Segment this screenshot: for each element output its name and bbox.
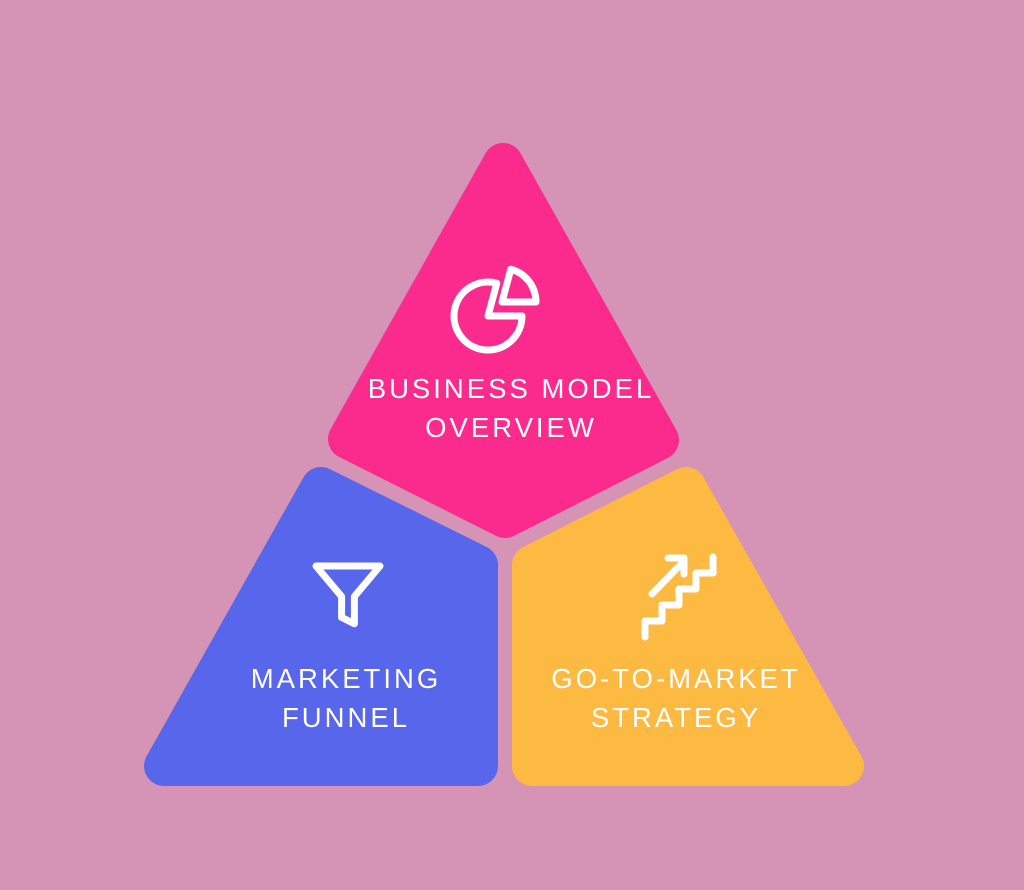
arrow-shaft <box>648 558 687 598</box>
segment-label-line1: GO-TO-MARKET <box>551 663 800 694</box>
arrow-head <box>664 554 688 578</box>
pie-chart-body <box>450 278 526 354</box>
segment-label-line2: OVERVIEW <box>425 412 597 443</box>
funnel-outline <box>312 562 384 628</box>
segment-shape-bottom-left <box>144 467 498 786</box>
segment-shape-top <box>328 143 679 538</box>
segment-label-line1: MARKETING <box>251 663 441 694</box>
pie-chart-slice <box>498 265 540 306</box>
funnel-icon <box>312 562 384 628</box>
stairs-steps <box>641 553 717 641</box>
segment-label-line2: FUNNEL <box>282 702 410 733</box>
segment-go-to-market-strategy: GO-TO-MARKET STRATEGY <box>512 467 864 786</box>
stairs-growth-arrow-icon <box>641 553 717 641</box>
segment-marketing-funnel: MARKETING FUNNEL <box>144 467 498 786</box>
segment-shape-bottom-right <box>512 467 864 786</box>
pie-chart-icon <box>450 265 540 354</box>
segment-label-line1: BUSINESS MODEL <box>368 373 655 404</box>
segment-label-line2: STRATEGY <box>591 702 761 733</box>
segment-business-model-overview: BUSINESS MODEL OVERVIEW <box>328 143 679 538</box>
